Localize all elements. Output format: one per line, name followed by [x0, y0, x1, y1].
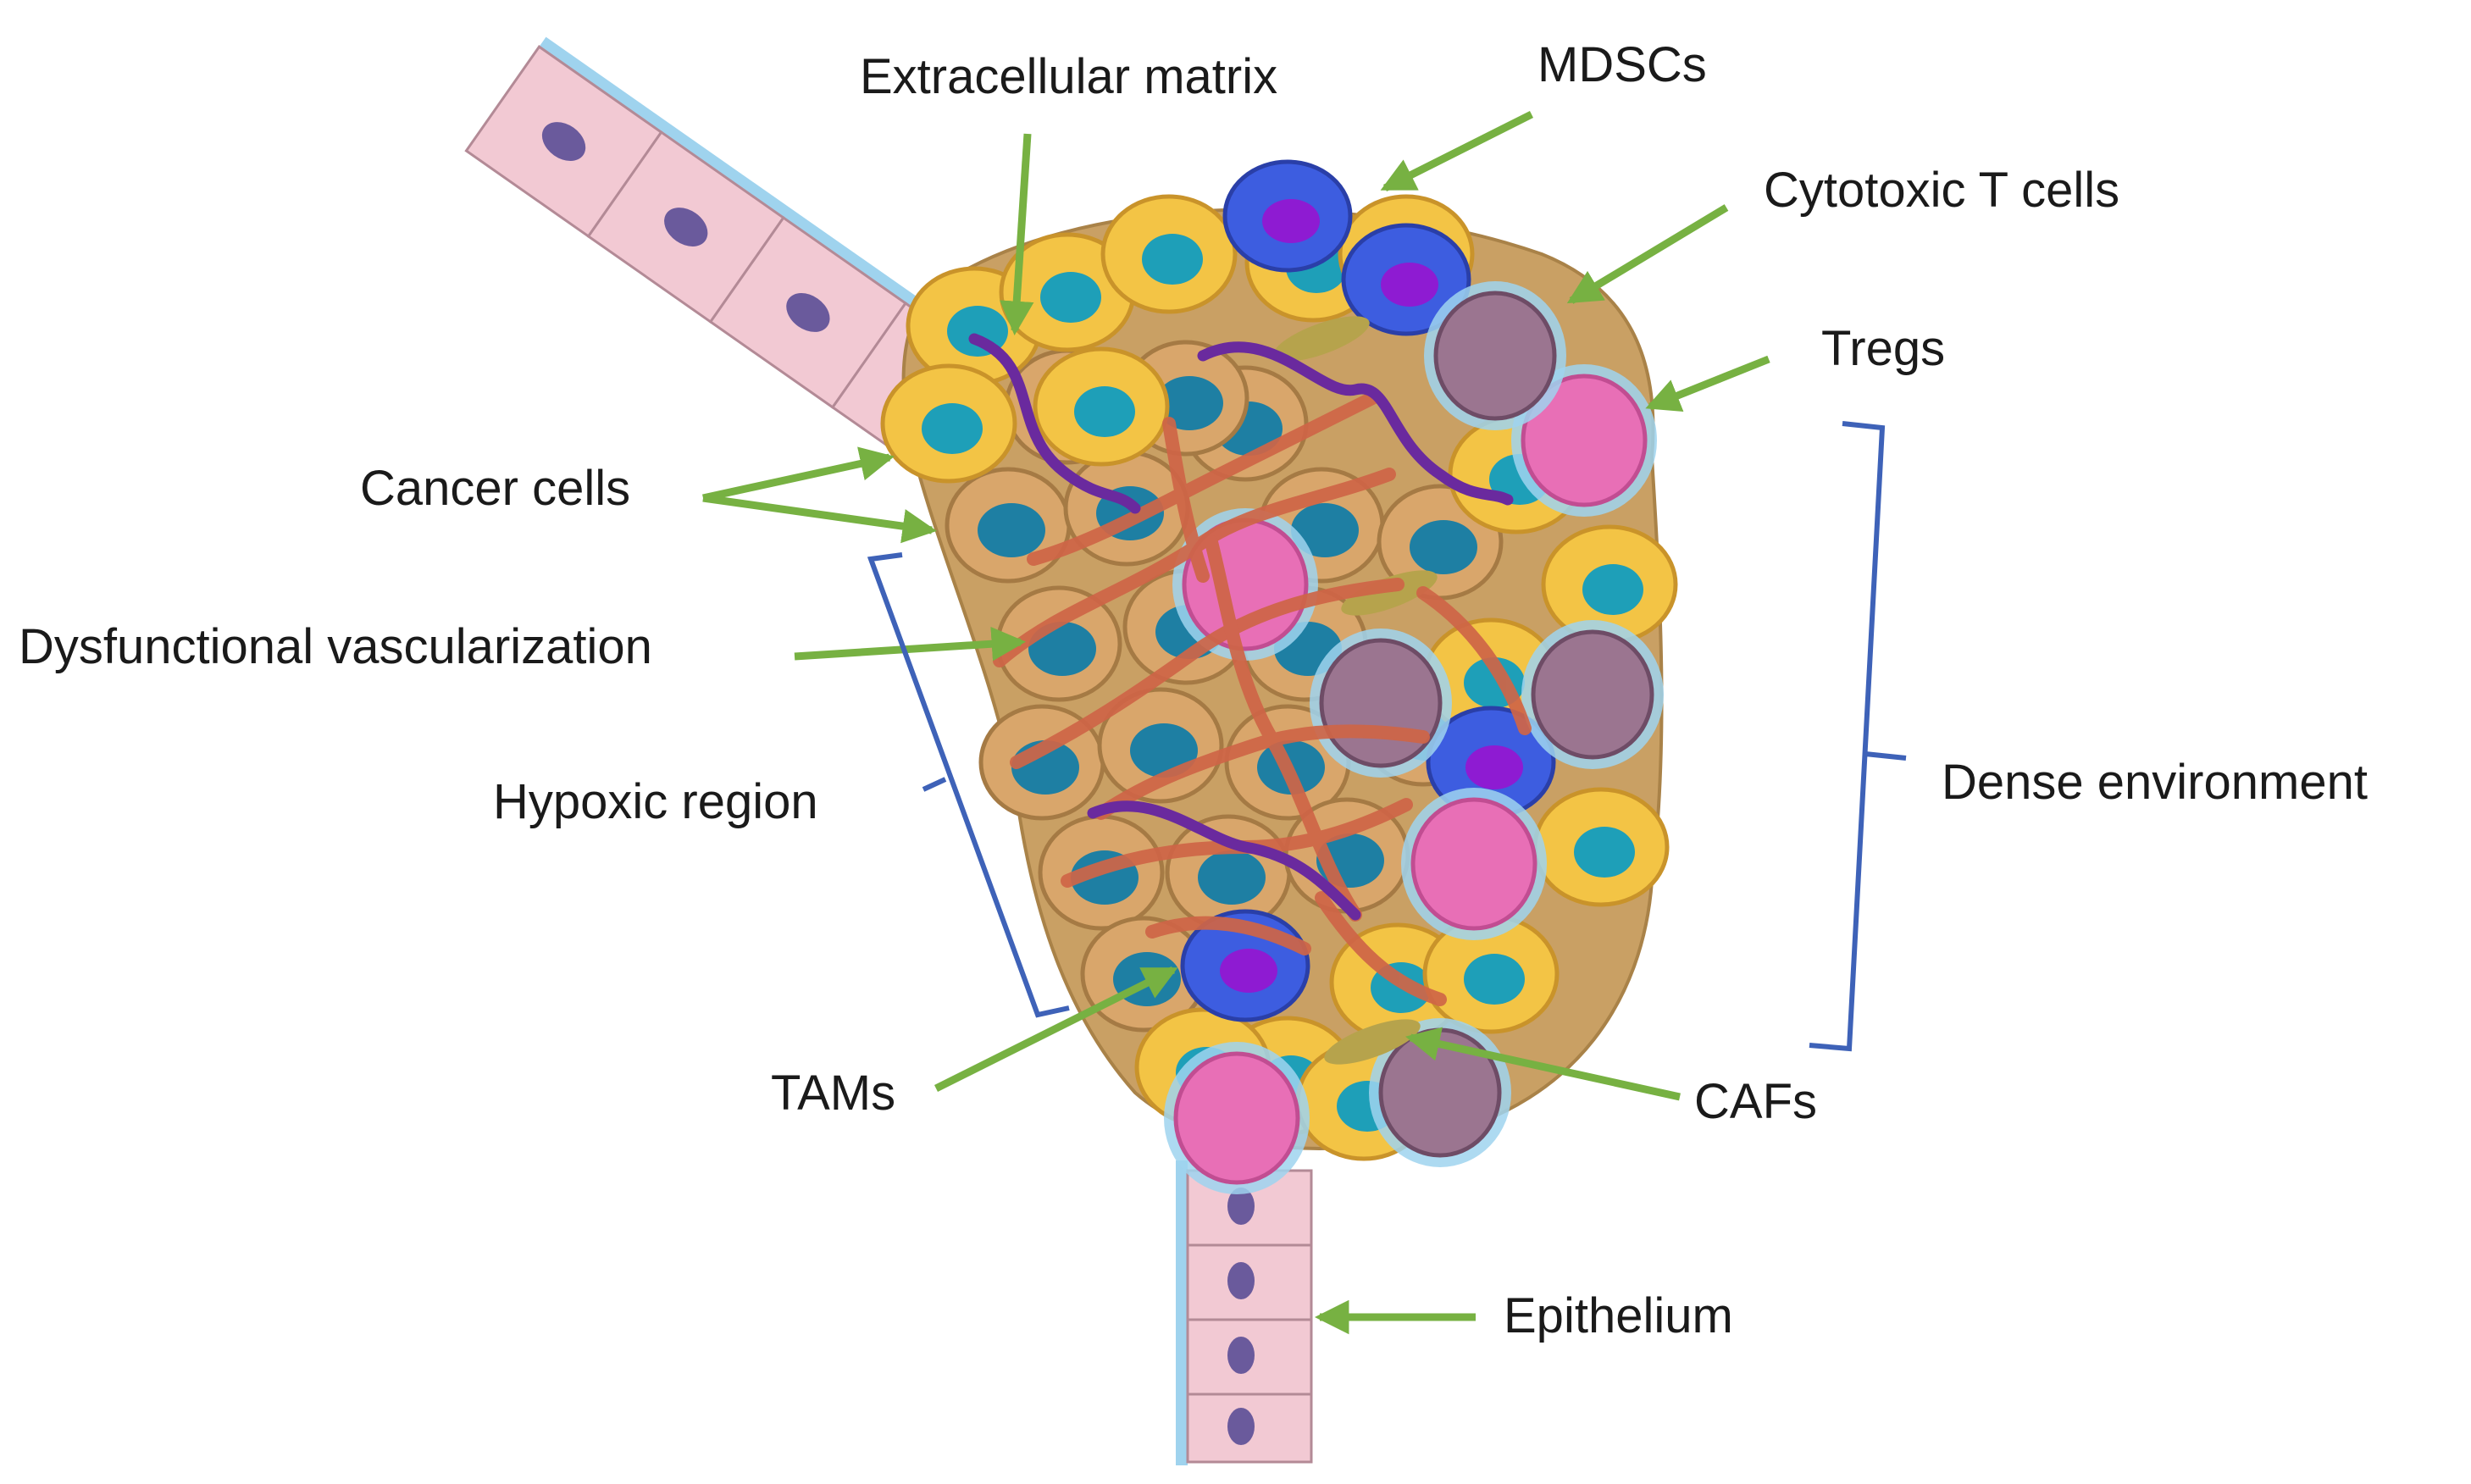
epithelium-lower: [1176, 1160, 1313, 1465]
label-hypoxic-region: Hypoxic region: [493, 774, 818, 829]
cancer-cell: [1541, 524, 1678, 645]
hypoxic-cell: [945, 467, 1072, 584]
arrow-tregs: [1645, 355, 1770, 413]
cancer-cell: [880, 363, 1017, 484]
cytotoxic-t-cell: [1521, 620, 1664, 769]
vessel-network: [993, 391, 1532, 1006]
arrow-tams: [934, 966, 1178, 1093]
treg-cell: [1401, 788, 1547, 940]
label-dense-environment: Dense environment: [1942, 755, 2368, 810]
treg-cell: [1164, 1042, 1310, 1194]
bracket-hypoxic-region: [867, 552, 1070, 1018]
cancer-cell: [1532, 787, 1670, 907]
treg-cell: [1511, 364, 1657, 517]
hypoxic-cell: [995, 585, 1122, 702]
label-tams: TAMs: [771, 1066, 896, 1121]
label-cytotoxic-t-cells: Cytotoxic T cells: [1764, 163, 2120, 218]
mdsc-cell: [1222, 159, 1353, 273]
label-mdscs: MDSCs: [1537, 37, 1707, 92]
arrow-cancer-cells-1: [702, 446, 895, 502]
cytotoxic-t-cell: [1424, 281, 1566, 430]
label-extracellular-matrix: Extracellular matrix: [860, 49, 1278, 104]
caf-cell: [1341, 570, 1438, 616]
caf-cell: [1324, 1019, 1421, 1065]
arrow-mdscs: [1380, 110, 1534, 192]
label-dysfunctional-vascularization: Dysfunctional vascularization: [19, 619, 652, 674]
cancer-cell: [999, 232, 1136, 352]
cytotoxic-t-cell: [1369, 1018, 1511, 1167]
arrow-extracellular-matrix: [1000, 133, 1034, 336]
label-cancer-cells: Cancer cells: [360, 461, 631, 516]
cancer-cell: [1100, 194, 1238, 314]
bracket-dense-environment: [1809, 421, 1907, 1052]
matrix-fibers: [968, 333, 1514, 921]
arrow-cytotoxic-t-cells: [1566, 204, 1729, 304]
arrow-dysfunctional-vascularization: [794, 626, 1027, 662]
label-tregs: Tregs: [1821, 321, 1946, 376]
caf-cell: [1273, 316, 1370, 362]
mdsc-cell: [1341, 223, 1471, 336]
label-epithelium: Epithelium: [1504, 1288, 1733, 1343]
arrows: [702, 110, 1770, 1335]
cancer-cell: [1422, 914, 1560, 1034]
arrow-cafs: [1405, 1027, 1681, 1101]
cancer-cell: [1033, 346, 1170, 467]
arrow-cancer-cells-2: [702, 494, 938, 544]
label-cafs: CAFs: [1694, 1074, 1817, 1129]
cytotoxic-t-cell: [1310, 628, 1452, 778]
